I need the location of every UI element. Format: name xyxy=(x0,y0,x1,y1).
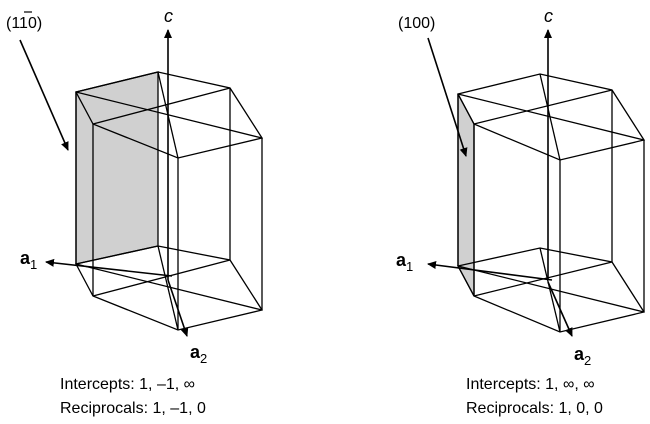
left-plane-pointer-arrow xyxy=(19,39,69,151)
left-reciprocals: Reciprocals: 1, –1, 0 xyxy=(60,400,206,417)
left-plane-label: (110) xyxy=(6,15,42,32)
right-diagram: (100) c a1 a2 Intercepts: 1, ∞, ∞ Recipr… xyxy=(396,6,646,417)
right-plane-label: (100) xyxy=(398,15,435,32)
left-a2-axis xyxy=(167,279,189,337)
left-c-label: c xyxy=(164,6,173,26)
right-a2-label: a2 xyxy=(574,344,591,368)
left-bottom-hexagon xyxy=(75,245,264,331)
right-plane-pointer-arrow xyxy=(427,37,468,157)
right-reciprocals: Reciprocals: 1, 0, 0 xyxy=(466,400,603,417)
left-intercepts: Intercepts: 1, –1, ∞ xyxy=(60,376,195,393)
left-a1-label: a1 xyxy=(20,248,37,272)
right-a1-label: a1 xyxy=(396,250,413,274)
left-shaded-plane xyxy=(75,71,159,265)
left-a1-axis xyxy=(45,258,173,277)
right-a1-axis xyxy=(427,261,553,281)
left-a2-label: a2 xyxy=(190,342,207,366)
right-intercepts: Intercepts: 1, ∞, ∞ xyxy=(466,376,595,393)
right-a2-axis xyxy=(547,281,573,337)
right-c-label: c xyxy=(544,6,553,26)
left-diagram: (110) c a1 a2 Intercepts: 1, –1, ∞ Recip… xyxy=(6,6,264,417)
